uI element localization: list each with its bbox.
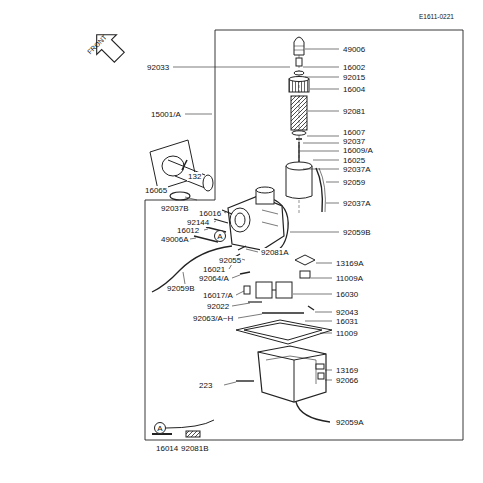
callout-number: 92059A [335, 418, 365, 427]
callout-number: 16030 [335, 290, 359, 299]
callout-number: 92037A [342, 199, 372, 208]
callout-number: 15001/A [150, 110, 182, 119]
callout-number: 132 [187, 172, 202, 181]
callout-number: 16009/A [342, 146, 374, 155]
callout-number: 16014 [155, 444, 179, 453]
callout-number: 92059 [342, 178, 366, 187]
callout-number: 16012 [176, 226, 200, 235]
callout-number: 13169 [335, 366, 359, 375]
reference-mark: A [216, 232, 223, 241]
callout-number: 92055 [218, 256, 242, 265]
callout-number: 16031 [335, 317, 359, 326]
callout-number: 92037 [342, 137, 366, 146]
callout-number: 16021 [202, 265, 226, 274]
callout-number: 92064/A [198, 274, 230, 283]
callout-number: 16025 [342, 156, 366, 165]
reference-mark: A [156, 424, 163, 433]
callout-number: 16004 [342, 85, 366, 94]
callout-number: 16007 [342, 128, 366, 137]
callout-number: 13169A [335, 259, 365, 268]
callout-number: 92081A [260, 248, 290, 257]
callout-number: 16017/A [202, 291, 234, 300]
callout-number: 11009A [335, 274, 364, 283]
callout-number: 92081 [342, 107, 366, 116]
callout-number: 16065 [144, 186, 168, 195]
callout-number: 92059B [166, 284, 196, 293]
callout-number: 92037A [342, 165, 372, 174]
callout-number: 92066 [335, 376, 359, 385]
callout-number: 92063/A~H [192, 314, 234, 323]
callout-number: 49006 [342, 45, 366, 54]
callout-number: 92037B [160, 204, 190, 213]
callout-number: 11009 [335, 329, 359, 338]
callout-number: 92043 [335, 308, 359, 317]
callout-number: 16002 [342, 63, 366, 72]
callout-number: 92022 [206, 302, 230, 311]
callout-number: 92059B [342, 228, 372, 237]
callout-number: 92033 [146, 63, 170, 72]
callout-number: 92015 [342, 73, 366, 82]
callout-number: 16016 [198, 209, 222, 218]
callout-number: 223 [198, 381, 213, 390]
callout-number: 49006A [160, 235, 190, 244]
callout-number: 92081B [180, 444, 210, 453]
drawing-number: E1611-0221 [418, 13, 455, 21]
